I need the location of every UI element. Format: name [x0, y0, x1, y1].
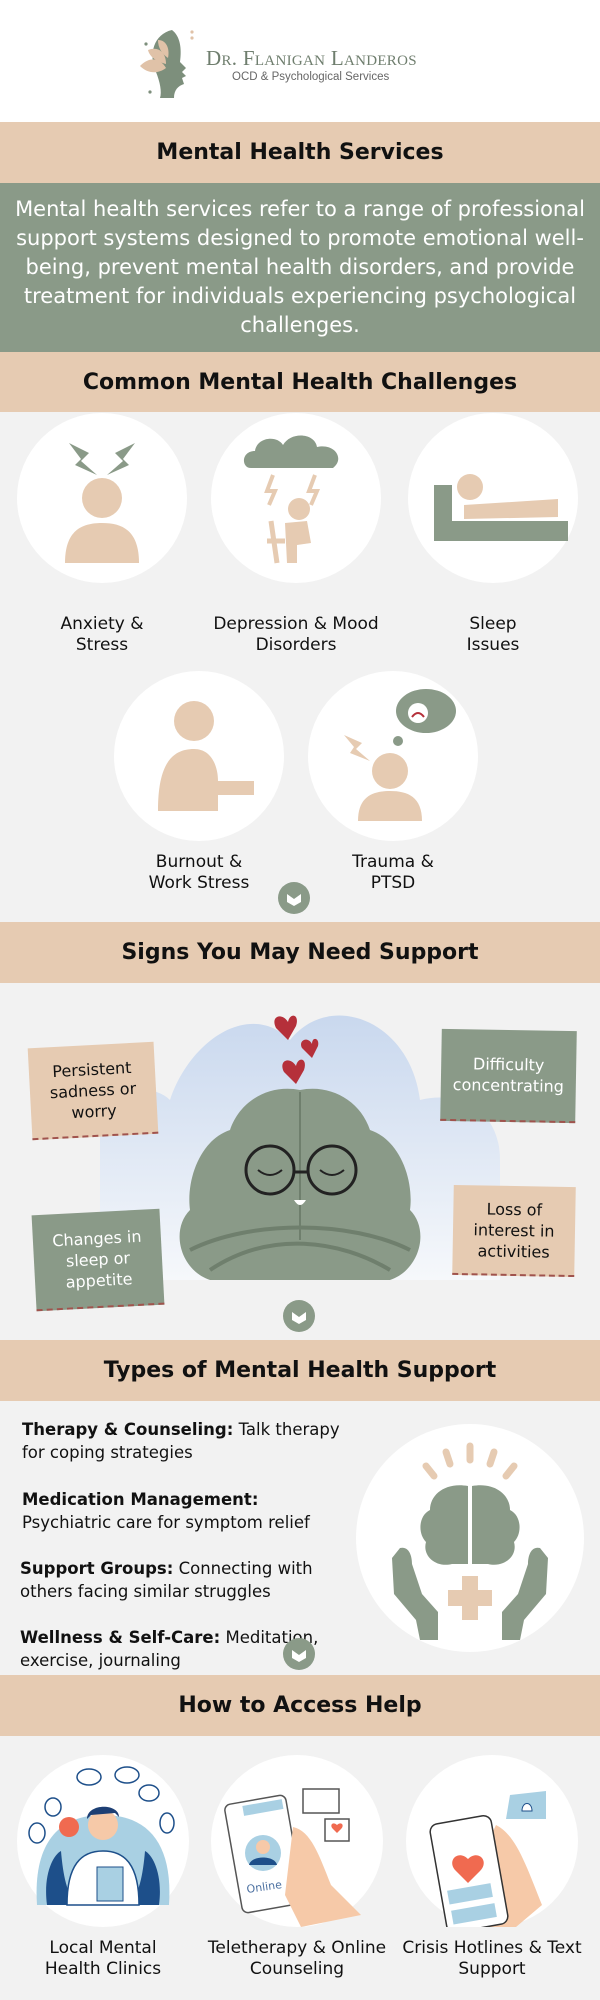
logo-tagline: OCD & Psychological Services: [232, 71, 390, 83]
intro-text: Mental health services refer to a range …: [0, 183, 600, 352]
support-type-item: Support Groups: Connecting with others f…: [20, 1557, 350, 1603]
access-label: Teletherapy & Online Counseling: [207, 1938, 387, 1979]
trauma-icon: [344, 689, 456, 821]
burnout-icon: [158, 701, 254, 811]
section-title-types: Types of Mental Health Support: [0, 1340, 600, 1401]
heart-icon: [274, 1015, 297, 1040]
sleep-icon: [434, 474, 568, 541]
logo-icon: [140, 30, 194, 98]
access-circle-teletherapy: Online: [211, 1755, 383, 1927]
access-label: Local Mental Health Clinics: [44, 1938, 162, 1979]
brain-mascot-illustration: [100, 1015, 500, 1280]
challenge-circle-depression: [211, 413, 381, 583]
access-label: Crisis Hotlines & Text Support: [402, 1938, 582, 1979]
challenge-circle-anxiety: [17, 413, 187, 583]
challenge-label: Sleep Issues: [466, 614, 520, 655]
section-title-access: How to Access Help: [0, 1675, 600, 1736]
access-circle-clinics: [17, 1755, 189, 1927]
sign-note: Persistent sadness or worry: [27, 1041, 159, 1141]
scroll-down-button[interactable]: [278, 882, 310, 914]
sign-note: Changes in sleep or appetite: [31, 1208, 165, 1312]
depression-icon: [243, 435, 339, 564]
challenge-circle-sleep: [408, 413, 578, 583]
support-type-desc: Psychiatric care for symptom relief: [22, 1513, 310, 1532]
support-type-term: Wellness & Self-Care:: [20, 1628, 221, 1647]
svg-text:Online: Online: [246, 1878, 283, 1896]
header: Dr. Flanigan Landeros OCD & Psychologica…: [0, 0, 600, 122]
clinic-doctor-icon: [28, 1766, 175, 1906]
scroll-down-button[interactable]: [283, 1300, 315, 1332]
chevron-down-icon: [292, 1650, 306, 1662]
teletherapy-phone-icon: Online: [224, 1788, 361, 1927]
section-title-signs: Signs You May Need Support: [0, 922, 600, 983]
chevron-down-icon: [287, 894, 301, 906]
sign-note: Loss of interest in activities: [452, 1184, 576, 1278]
challenge-label: Burnout & Work Stress: [148, 852, 250, 893]
support-type-term: Support Groups:: [20, 1559, 174, 1578]
support-type-desc: Connecting with others facing similar st…: [20, 1559, 313, 1601]
support-type-desc: Talk therapy for coping strategies: [22, 1420, 340, 1462]
section-title-intro: Mental Health Services: [0, 122, 600, 183]
support-circle: [356, 1424, 584, 1652]
support-type-term: Medication Management:: [22, 1490, 259, 1509]
support-type-term: Therapy & Counseling:: [22, 1420, 234, 1439]
support-type-item: Therapy & Counseling: Talk therapy for c…: [22, 1418, 352, 1464]
section-title-challenges: Common Mental Health Challenges: [0, 352, 600, 412]
anxiety-icon: [65, 443, 139, 563]
chevron-down-icon: [292, 1312, 306, 1324]
heart-icon: [301, 1038, 319, 1058]
challenge-label: Depression & Mood Disorders: [213, 614, 379, 655]
logo-name: Dr. Flanigan Landeros: [206, 46, 417, 70]
challenge-label: Trauma & PTSD: [352, 852, 434, 893]
challenge-label: Anxiety & Stress: [60, 614, 144, 655]
challenge-circle-trauma: [308, 671, 478, 841]
sign-note: Difficulty concentrating: [440, 1028, 577, 1124]
brain-care-icon: [392, 1442, 548, 1640]
heart-icon: [282, 1059, 305, 1084]
challenge-circle-burnout: [114, 671, 284, 841]
scroll-down-button[interactable]: [283, 1638, 315, 1670]
support-type-item: Wellness & Self-Care: Meditation, exerci…: [20, 1626, 350, 1672]
hotline-phone-icon: [429, 1791, 546, 1934]
support-type-item: Medication Management: Psychiatric care …: [22, 1488, 352, 1534]
access-circle-hotlines: [406, 1755, 578, 1934]
